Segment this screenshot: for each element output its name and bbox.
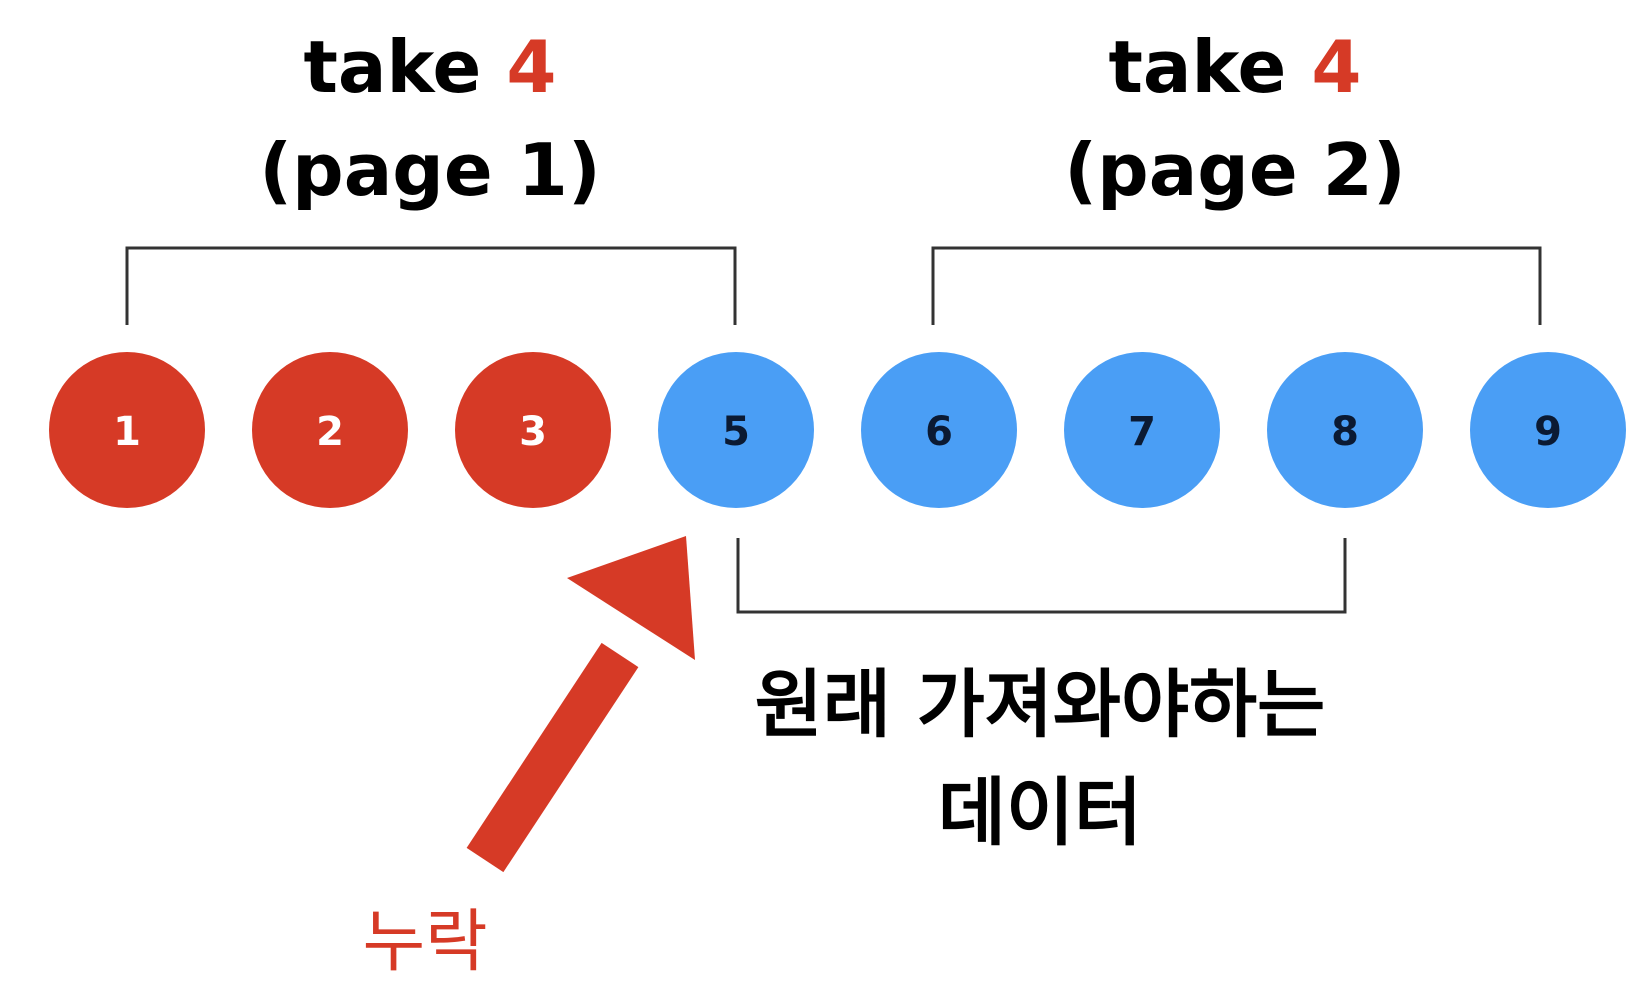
page2-bracket: [931, 246, 1542, 325]
item-label-8: 8: [1331, 409, 1359, 455]
page2-take-word: take: [1109, 25, 1287, 109]
expected-data-label-line2: 데이터: [938, 770, 1142, 856]
page2-take-heading: take 4: [1109, 25, 1362, 109]
item-circle-3: [455, 352, 611, 508]
item-circle-7: [1064, 352, 1220, 508]
item-circle-1: [49, 352, 205, 508]
item-label-6: 6: [925, 409, 953, 455]
page1-take-heading: take 4: [304, 25, 557, 109]
item-circle-8: [1267, 352, 1423, 508]
page1-take-count: 4: [506, 25, 556, 109]
item-circle-9: [1470, 352, 1626, 508]
item-label-5: 5: [722, 409, 750, 455]
item-circles: 1 2 3 5 6 7 8 9: [49, 352, 1626, 508]
item-circle-6: [861, 352, 1017, 508]
page2-page-label: (page 2): [1064, 128, 1405, 212]
item-circle-2: [252, 352, 408, 508]
item-label-3: 3: [519, 409, 547, 455]
expected-data-label-line1: 원래 가져와야하는: [755, 662, 1325, 748]
item-label-2: 2: [316, 409, 344, 455]
page1-bracket: [125, 246, 737, 325]
missing-label: 누락: [362, 903, 487, 982]
item-circle-5: [658, 352, 814, 508]
item-label-9: 9: [1534, 409, 1562, 455]
page1-page-label: (page 1): [259, 128, 600, 212]
item-label-7: 7: [1128, 409, 1156, 455]
missing-arrow-icon: [466, 536, 695, 873]
expected-data-bracket: [736, 538, 1347, 614]
page1-take-word: take: [304, 25, 482, 109]
page2-take-count: 4: [1311, 25, 1361, 109]
item-label-1: 1: [113, 409, 141, 455]
